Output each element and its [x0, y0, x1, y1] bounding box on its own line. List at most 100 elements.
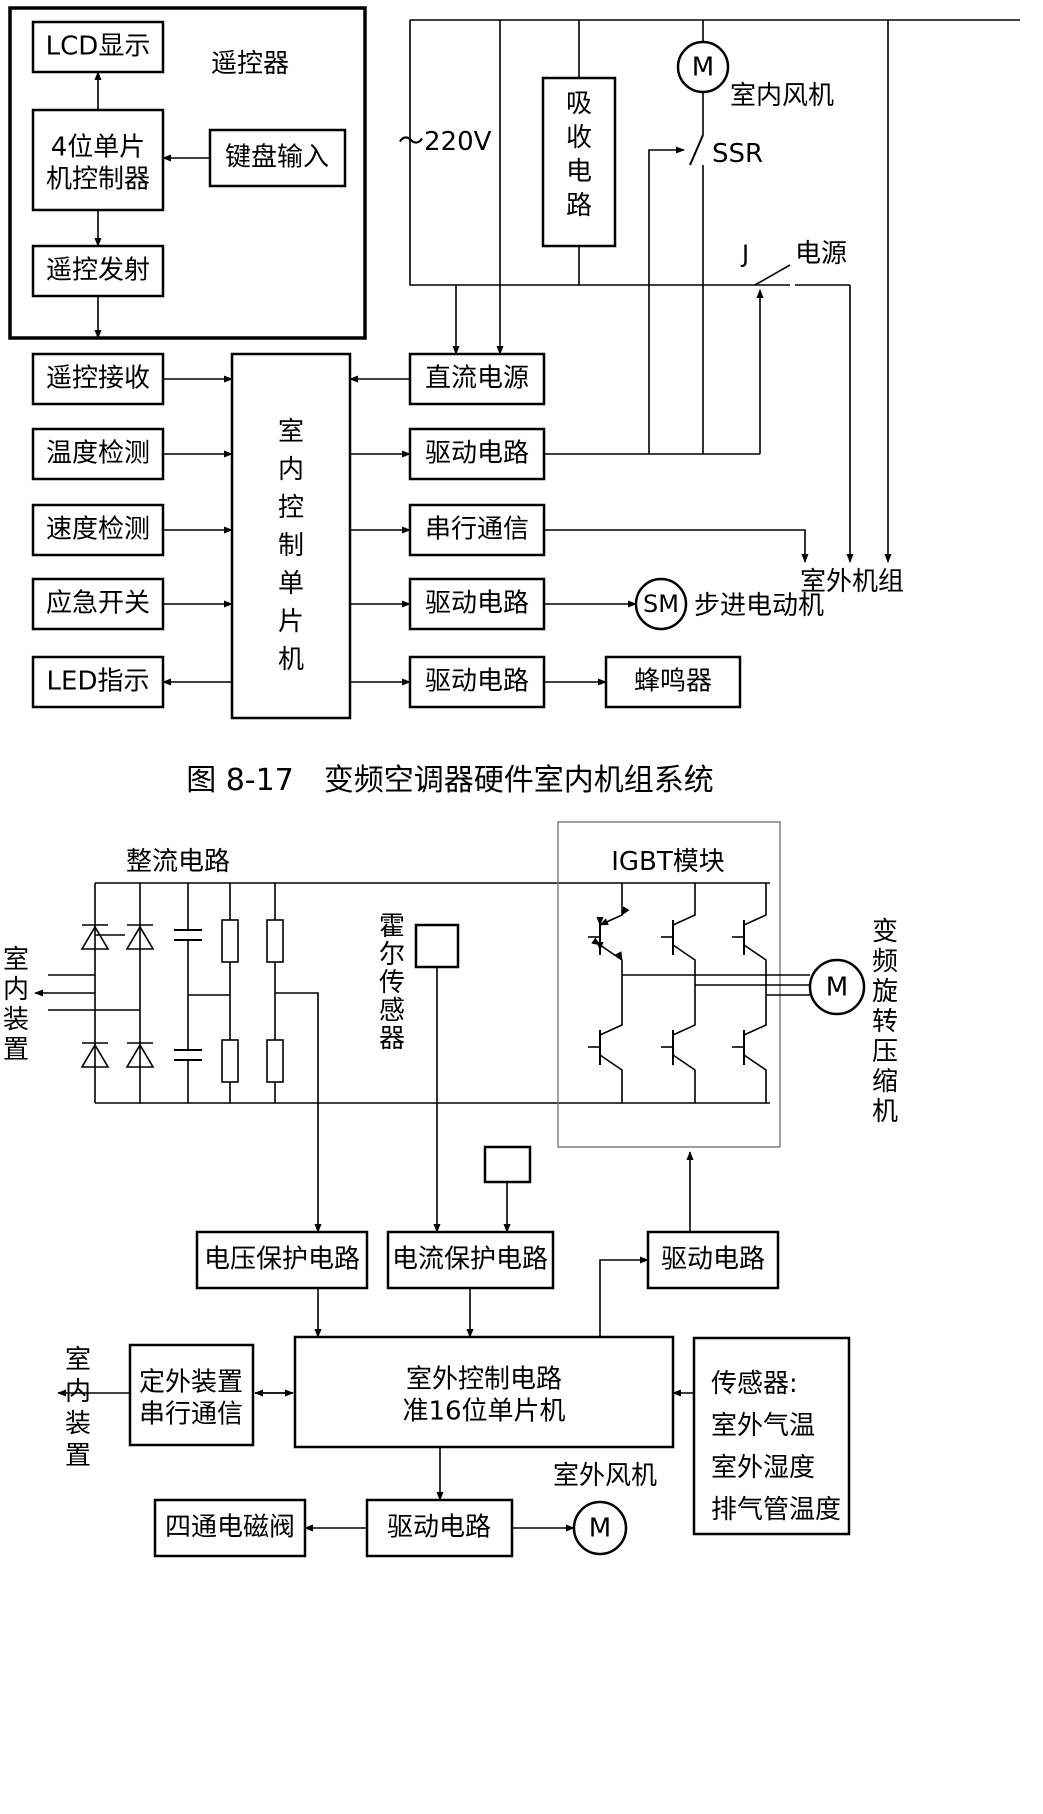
led-indicator-box: [31, 655, 165, 709]
compressor-char-3: 旋: [872, 977, 898, 1007]
driver-2-label: 驱动电路: [425, 589, 529, 619]
outdoor-serial-label-1: 定外装置: [139, 1368, 243, 1398]
emergency-switch-label: 应急开关: [46, 589, 150, 619]
absorb-char-1: 吸: [566, 89, 592, 119]
indoor-mcu-char-7: 机: [278, 645, 304, 675]
keyboard-input-label: 键盘输入: [225, 143, 329, 173]
compressor-char-7: 机: [872, 1097, 898, 1127]
filter-capacitors: [174, 883, 202, 1103]
arrow-serial-to-outdoor: [544, 529, 809, 563]
sensor-outdoor-temp: 室外气温: [711, 1411, 815, 1441]
indoor-dev2-char-1: 室: [65, 1345, 91, 1375]
indoor-dev2-char-2: 内: [65, 1377, 91, 1407]
filter-resistors: [188, 883, 284, 1103]
led-indicator-label: LED指示: [47, 667, 150, 697]
compressor-char-1: 变: [872, 917, 898, 947]
ir-transmit-label: 遥控发射: [46, 256, 150, 286]
stepper-motor-icon: [634, 577, 688, 631]
figure-outdoor-unit: 整流电路 室 内 装 置: [3, 821, 898, 1558]
mcu-4bit-label-1: 4位单片: [51, 133, 146, 163]
outdoor-control-label-2: 准16位单片机: [402, 1397, 565, 1427]
emergency-switch-box: [31, 577, 165, 631]
fan-driver-label: 驱动电路: [387, 1513, 491, 1543]
indoor-fan-motor-m: M: [692, 53, 714, 83]
hall-char-4: 感: [379, 996, 405, 1026]
mcu-4bit-box: [31, 108, 165, 212]
figure-caption: 图 8-17 变频空调器硬件室内机组系统: [186, 763, 714, 798]
arrow-to-voltage-protection: [275, 992, 322, 1233]
indoor-dev-char-4: 置: [3, 1035, 29, 1065]
indoor-mcu-char-1: 室: [278, 417, 304, 447]
indoor-dev-char-1: 室: [3, 945, 29, 975]
indoor-dev2-char-4: 置: [65, 1441, 91, 1471]
hall-char-3: 传: [379, 968, 405, 998]
rectifier-diodes: [80, 883, 155, 1103]
driver-3-label: 驱动电路: [425, 667, 529, 697]
outdoor-serial-box: [128, 1343, 255, 1447]
outdoor-fan-motor-m: M: [589, 1514, 611, 1544]
buzzer-box: [604, 655, 742, 709]
indoor-dev2-char-3: 装: [65, 1409, 91, 1439]
rectifier-label: 整流电路: [126, 847, 230, 877]
absorb-char-3: 电: [566, 157, 592, 187]
compressor-char-2: 频: [872, 947, 898, 977]
outdoor-control-label-1: 室外控制电路: [406, 1365, 562, 1395]
sensor-exhaust-temp: 排气管温度: [711, 1495, 841, 1525]
relay-j-label: J: [740, 240, 749, 268]
buzzer-label: 蜂鸣器: [634, 667, 712, 697]
outdoor-control-box: [293, 1335, 675, 1449]
stepper-motor-sm: SM: [643, 590, 679, 618]
indoor-dev-char-2: 内: [3, 975, 29, 1005]
compressor-char-6: 缩: [872, 1067, 898, 1097]
indoor-mcu-char-2: 内: [278, 455, 304, 485]
dc-power-box: [408, 352, 546, 406]
driver-1-label: 驱动电路: [425, 439, 529, 469]
outdoor-driver-label: 驱动电路: [661, 1245, 765, 1275]
small-signal-box: [483, 1145, 532, 1184]
dc-power-label: 直流电源: [425, 364, 529, 394]
absorb-char-2: 收: [566, 123, 592, 153]
indoor-mcu-box: [230, 352, 352, 720]
diode-icon-4: [125, 1043, 155, 1068]
outdoor-driver-box: [646, 1230, 780, 1290]
outdoor-serial-label-2: 串行通信: [139, 1400, 243, 1430]
indoor-fan-label: 室内风机: [730, 81, 834, 111]
four-way-valve-label: 四通电磁阀: [165, 1513, 295, 1543]
indoor-mcu-char-4: 制: [278, 531, 304, 561]
arrow-mcu-to-driver: [599, 1256, 649, 1337]
indoor-mcu-char-3: 控: [278, 493, 304, 523]
sensors-box: [692, 1336, 851, 1536]
igbt-transistors: [588, 883, 810, 1103]
igbt-module-label: IGBT模块: [611, 847, 725, 877]
indoor-mcu-char-5: 单: [278, 569, 304, 599]
remote-controller-title: 遥控器: [211, 49, 289, 79]
diode-icon-1: [80, 925, 110, 950]
speed-detect-label: 速度检测: [46, 515, 150, 545]
hall-sensor-box: [414, 923, 460, 969]
arrow-driver-to-ssr: [648, 146, 685, 454]
outdoor-unit-label: 室外机组: [800, 567, 904, 597]
relay-j-blade: [754, 264, 791, 286]
keyboard-input-box: [208, 128, 347, 188]
ssr-label: SSR: [712, 139, 763, 169]
serial-comm-label: 串行通信: [425, 515, 529, 545]
diode-icon-3: [80, 1043, 110, 1068]
absorb-char-4: 路: [566, 191, 592, 221]
current-protection-box: [386, 1230, 555, 1290]
lcd-display-label: LCD显示: [46, 32, 151, 62]
compressor-motor-m: M: [826, 973, 848, 1003]
indoor-mcu-char-6: 片: [278, 607, 304, 637]
absorb-circuit-box: [541, 76, 617, 248]
sensors-title: 传感器:: [711, 1369, 798, 1399]
ac-220v-label: ～220V: [398, 127, 492, 157]
indoor-dev-char-3: 装: [3, 1005, 29, 1035]
voltage-protection-label: 电压保护电路: [204, 1245, 360, 1275]
temp-detect-label: 温度检测: [46, 439, 150, 469]
hall-char-1: 霍: [379, 912, 405, 942]
outdoor-fan-label: 室外风机: [553, 1461, 657, 1491]
hall-char-2: 尔: [379, 940, 405, 970]
serial-comm-box: [408, 503, 546, 557]
figure-8-17: 遥控器 LCD显示 4位单片 机控制器 键盘输入 遥控发射 遥控接收 温度检测 …: [8, 6, 1020, 798]
four-way-valve-box: [153, 1498, 307, 1558]
